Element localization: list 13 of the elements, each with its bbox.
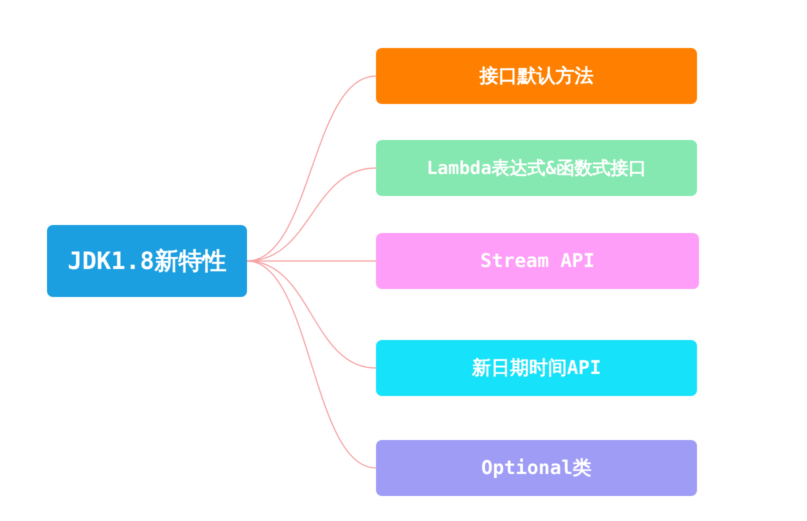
topic-box <box>376 440 697 496</box>
topic-box <box>376 48 697 104</box>
connector-line <box>246 75 376 262</box>
topic-label: JDK1.8新特性 <box>68 246 226 277</box>
topic-label: Stream API <box>480 250 595 272</box>
topic-label: Lambda表达式&函数式接口 <box>426 157 646 180</box>
topic-box <box>376 140 697 196</box>
root-topic-box <box>47 225 247 297</box>
topic-label: Optional类 <box>481 456 592 481</box>
topic-label: 新日期时间API <box>472 356 602 381</box>
topic-label: 接口默认方法 <box>480 64 594 89</box>
topic-box <box>376 233 699 289</box>
topic-box <box>376 340 697 396</box>
